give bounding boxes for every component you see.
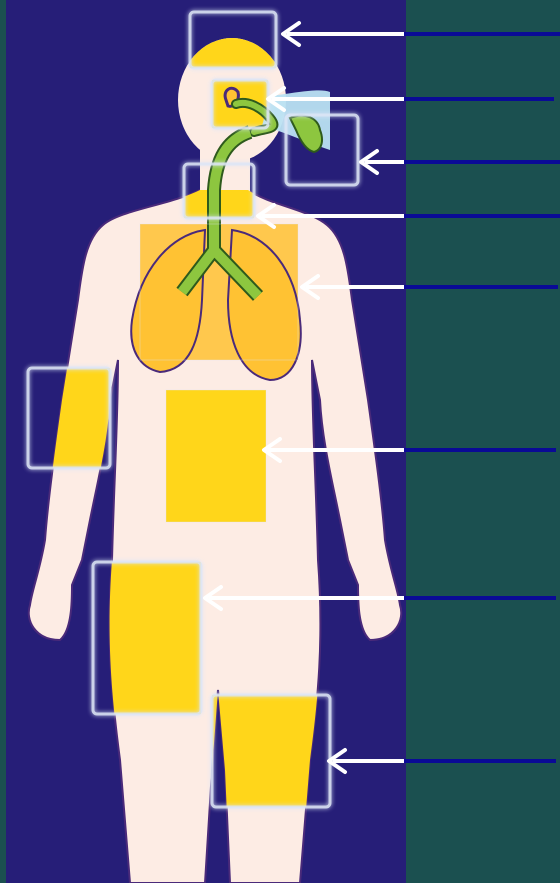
abdomen-highlight: [166, 390, 266, 522]
